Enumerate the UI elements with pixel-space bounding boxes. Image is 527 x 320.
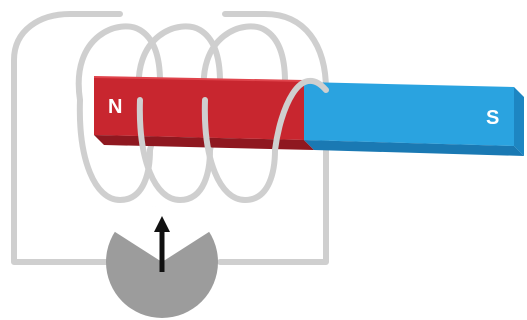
magnet-south-end [514,87,524,156]
south-pole-label: S [486,107,499,129]
coil-loop-3-front [201,97,278,204]
coil-wire-left [11,11,123,265]
galvanometer-needle-icon [154,216,170,272]
galvanometer [106,205,218,318]
coil-end-front [272,78,329,153]
magnet-south-front [304,82,514,146]
magnet-south-bottom [304,140,524,156]
coil-front [76,78,329,204]
magnet-north-front [94,78,304,140]
coil-loop-2-front [136,97,213,204]
bar-magnet: N S [94,76,524,156]
north-pole-label: N [108,96,122,118]
